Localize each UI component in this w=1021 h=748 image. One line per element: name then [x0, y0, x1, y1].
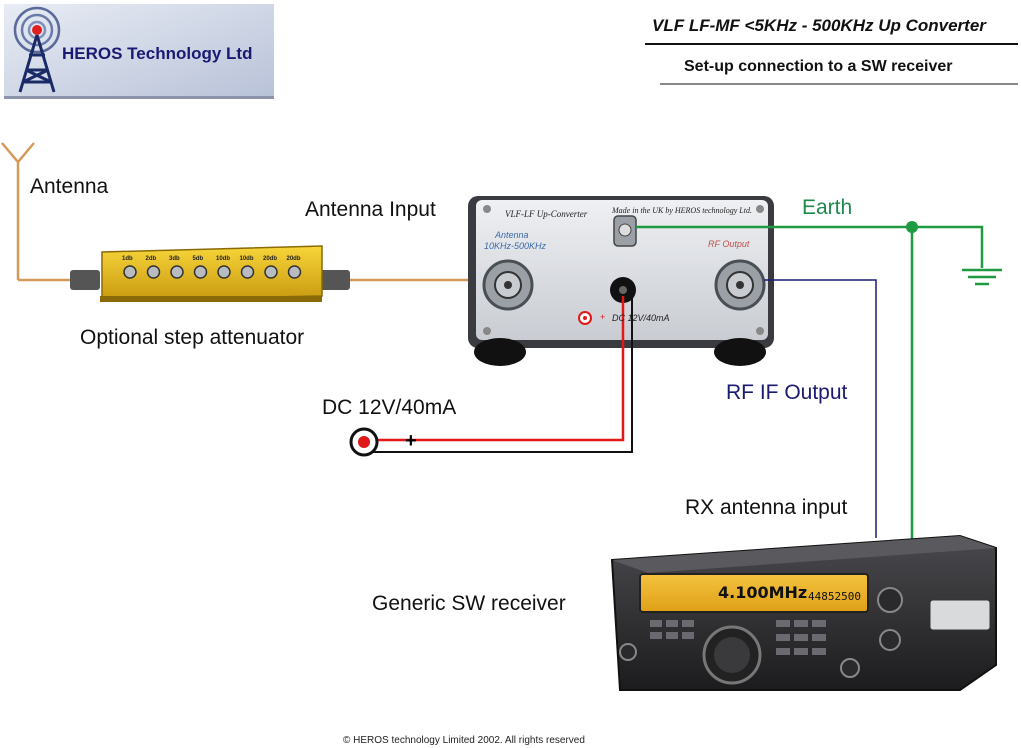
rx-antenna-input-label: RX antenna input: [685, 496, 848, 519]
attenuator-switch[interactable]: [123, 265, 137, 279]
attenuator-step-label: 2db: [145, 256, 157, 262]
converter-range-label: 10KHz-500KHz: [484, 241, 547, 251]
attenuator-switch[interactable]: [287, 265, 302, 279]
earth-terminal: [613, 215, 637, 247]
attenuator-step-label: 1db: [122, 256, 133, 262]
page-subtitle: Set-up connection to a SW receiver: [684, 58, 953, 75]
attenuator-switch[interactable]: [264, 265, 278, 279]
dc-label: DC 12V/40mA: [322, 396, 457, 419]
page-title: VLF LF-MF <5KHz - 500KHz Up Converter: [652, 16, 986, 35]
rf-output-bnc-connector: [714, 259, 766, 311]
attenuator-switch[interactable]: [146, 265, 161, 279]
attenuator-step-label: 10db: [239, 256, 254, 262]
attenuator-step-label: 20db: [263, 256, 278, 262]
copyright-text: © HEROS technology Limited 2002. All rig…: [343, 735, 585, 746]
dc-power-wire: [370, 296, 633, 453]
antenna-label: Antenna: [30, 175, 109, 198]
antenna-bnc-connector: [482, 259, 534, 311]
converter-dc-plus: +: [600, 312, 606, 322]
dc-plus-label: +: [405, 430, 417, 452]
sw-receiver: [610, 534, 997, 691]
logo: [4, 4, 274, 99]
receiver-label: Generic SW receiver: [372, 592, 566, 615]
attenuator-step-label: 5db: [192, 256, 204, 262]
ground-icon: [962, 268, 1002, 286]
earth-label: Earth: [802, 196, 853, 219]
dc-jack: [578, 277, 636, 325]
rf-if-output-label: RF IF Output: [726, 381, 848, 404]
antenna-input-label: Antenna Input: [305, 198, 436, 221]
attenuator-step-label: 20db: [286, 256, 301, 262]
attenuator-step-label: 3db: [169, 256, 180, 262]
receiver-frequency: 4.100MHz: [718, 583, 808, 602]
dc-plug-icon: [349, 427, 379, 457]
attenuator-step-label: 10db: [216, 256, 231, 262]
converter-antenna-label: Antenna: [495, 230, 529, 240]
receiver-sub-frequency: 44852500: [808, 590, 861, 603]
earth-wire: [636, 221, 984, 540]
attenuator-label: Optional step attenuator: [80, 326, 305, 349]
rf-if-output-wire: [764, 279, 877, 538]
converter-maker: Made in the UK by HEROS technology Ltd.: [612, 206, 752, 215]
brand-name: HEROS Technology Ltd: [62, 44, 253, 63]
tower-icon: [13, 6, 61, 93]
attenuator-switch[interactable]: [217, 265, 231, 279]
converter-dc-label: DC 12V/40mA: [612, 313, 670, 323]
converter-name: VLF-LF Up-Converter: [505, 209, 588, 219]
attenuator-switch[interactable]: [193, 265, 208, 279]
converter-rf-output-label: RF Output: [708, 239, 750, 249]
step-attenuator: [70, 245, 350, 302]
up-converter-box: [468, 196, 774, 366]
antenna-icon: [1, 142, 35, 280]
attenuator-switch[interactable]: [170, 265, 184, 279]
attenuator-switch[interactable]: [240, 265, 255, 279]
